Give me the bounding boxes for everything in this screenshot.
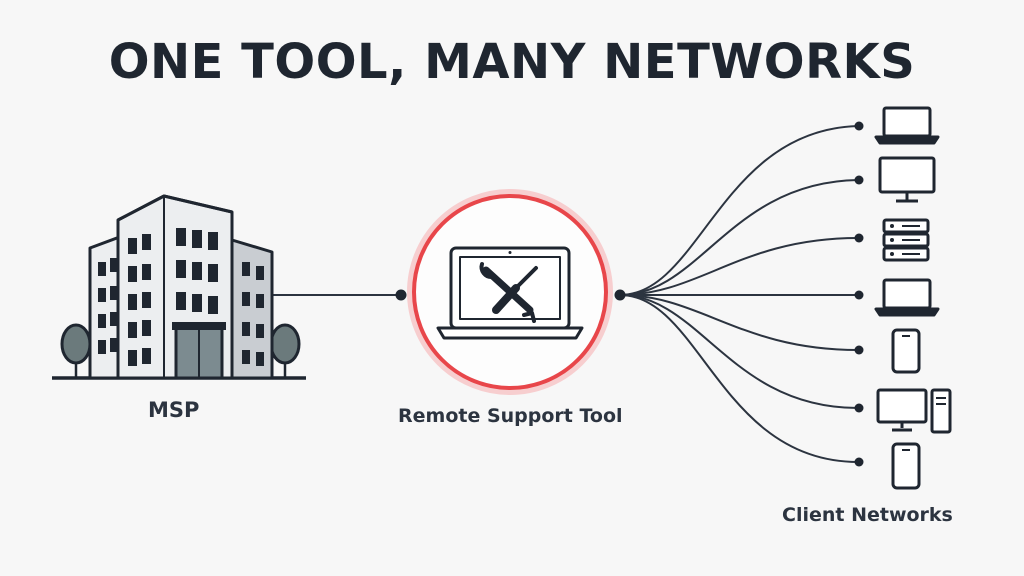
- laptop-icon: [874, 106, 940, 145]
- tree-icon: [269, 323, 301, 378]
- dot-client-4: [854, 290, 864, 300]
- laptop-wrench-screwdriver-icon: [436, 246, 584, 340]
- fan-line-3: [619, 237, 859, 296]
- laptop-icon: [874, 278, 940, 317]
- dot-client-6: [854, 403, 864, 413]
- dot-client-2: [854, 175, 864, 185]
- dot-client-5: [854, 345, 864, 355]
- dot-client-7: [854, 457, 864, 467]
- dot-tool-out: [614, 289, 626, 301]
- monitor-icon: [878, 156, 936, 203]
- smartphone-icon: [891, 442, 921, 490]
- desktop-tower-icon: [876, 388, 952, 434]
- fan-line-6: [619, 294, 859, 409]
- smartphone-icon: [891, 328, 921, 374]
- remote-support-tool-node: [407, 189, 613, 395]
- page-title: ONE TOOL, MANY NETWORKS: [108, 34, 916, 90]
- remote-support-tool-label: Remote Support Tool: [398, 405, 623, 427]
- server-rack-icon: [882, 218, 930, 262]
- connection-dots: [395, 121, 864, 467]
- fan-line-7: [619, 294, 859, 463]
- fan-line-1: [619, 125, 859, 296]
- connection-lines: [272, 125, 859, 463]
- dot-tool-in: [395, 289, 407, 301]
- fan-line-5: [619, 294, 859, 351]
- tree-icon: [60, 323, 92, 378]
- dot-client-3: [854, 233, 864, 243]
- dot-client-1: [854, 121, 864, 131]
- office-building-icon: [52, 194, 306, 380]
- msp-label: MSP: [148, 398, 200, 422]
- fan-line-2: [619, 179, 859, 296]
- client-networks-label: Client Networks: [782, 504, 953, 526]
- client-devices: [874, 106, 952, 490]
